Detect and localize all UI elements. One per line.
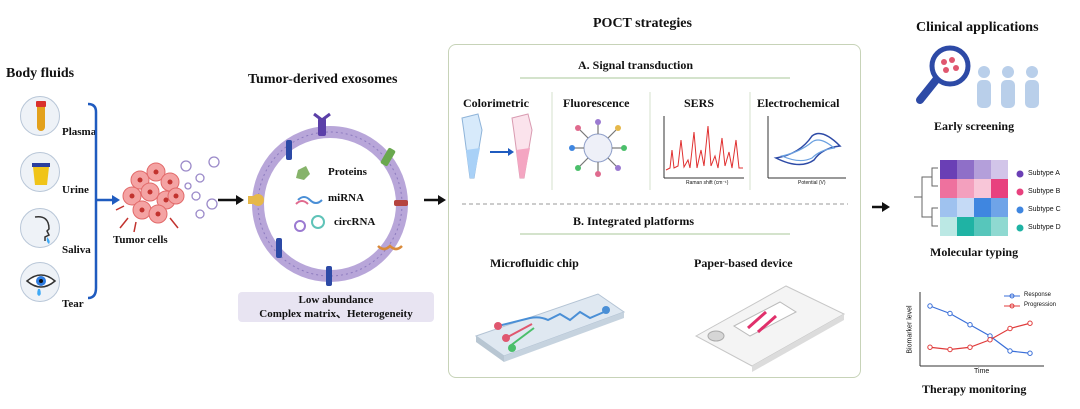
app-early-screening: Early screening bbox=[934, 119, 1015, 133]
plasma-tube-icon bbox=[20, 96, 60, 136]
progression-point bbox=[947, 346, 953, 353]
heatmap-cell bbox=[974, 160, 991, 179]
urine-cup-icon bbox=[20, 152, 60, 192]
heatmap-cell bbox=[991, 179, 1008, 198]
tumor-cells-label: Tumor cells bbox=[113, 234, 168, 246]
subtype-label-b: Subtype B bbox=[1028, 188, 1061, 195]
fluid-label-tear: Tear bbox=[62, 298, 84, 310]
cargo-label-mirna: miRNA bbox=[328, 192, 365, 204]
subtype-swatch bbox=[1016, 188, 1024, 196]
app-molecular-typing: Molecular typing bbox=[930, 245, 1019, 259]
challenge-low-abundance: Low abundance bbox=[298, 294, 374, 306]
challenge-complex-matrix: Complex matrix、Heterogeneity bbox=[259, 308, 413, 320]
fluid-label-plasma: Plasma bbox=[62, 126, 97, 138]
subtype-label-c: Subtype C bbox=[1028, 206, 1061, 213]
method-electrochemical: Electrochemical bbox=[757, 96, 840, 110]
heatmap-cell bbox=[974, 198, 991, 217]
subtype-swatch bbox=[1016, 224, 1024, 232]
heatmap-cell bbox=[957, 198, 974, 217]
heatmap-cell bbox=[957, 160, 974, 179]
heatmap-cell bbox=[940, 217, 957, 236]
response-point bbox=[927, 303, 933, 309]
header-poct: POCT strategies bbox=[593, 16, 692, 31]
heatmap-cell bbox=[991, 217, 1008, 236]
method-colorimetric: Colorimetric bbox=[463, 96, 529, 110]
therapy-ylabel: Biomarker level bbox=[906, 305, 914, 354]
method-fluorescence: Fluorescence bbox=[563, 96, 630, 110]
platform-paper: Paper-based device bbox=[694, 256, 793, 270]
cargo-label-proteins: Proteins bbox=[328, 166, 367, 178]
subtype-label-d: Subtype D bbox=[1028, 224, 1061, 231]
heatmap-cell bbox=[991, 198, 1008, 217]
app-therapy-monitoring: Therapy monitoring bbox=[922, 382, 1027, 396]
progression-point bbox=[1007, 325, 1013, 332]
sers-xlabel: Raman shift (cm⁻¹) bbox=[686, 180, 729, 186]
heatmap-cell bbox=[974, 217, 991, 236]
echem-xlabel: Potential (V) bbox=[798, 180, 826, 186]
response-point bbox=[947, 310, 953, 317]
tear-eye-icon bbox=[20, 262, 60, 302]
cargo-label-circrna: circRNA bbox=[334, 216, 376, 228]
therapy-xlabel: Time bbox=[974, 368, 990, 375]
heatmap-cell bbox=[940, 160, 957, 179]
method-sers: SERS bbox=[684, 96, 715, 110]
response-point bbox=[967, 322, 973, 328]
heatmap-cell bbox=[991, 160, 1008, 179]
progression-point bbox=[1027, 320, 1033, 326]
heatmap-cell bbox=[940, 198, 957, 217]
challenges-box: Low abundance Complex matrix、Heterogenei… bbox=[238, 292, 434, 322]
response-point bbox=[1007, 348, 1013, 354]
header-clinical: Clinical applications bbox=[916, 20, 1039, 35]
platforms-title: B. Integrated platforms bbox=[573, 214, 694, 228]
progression-point bbox=[967, 344, 973, 350]
subtype-swatch bbox=[1016, 170, 1024, 178]
heatmap-cell bbox=[974, 179, 991, 198]
progression-point bbox=[987, 337, 993, 343]
header-body-fluids: Body fluids bbox=[6, 66, 75, 81]
progression-point bbox=[927, 344, 933, 350]
heatmap-cell bbox=[957, 179, 974, 198]
header-exosomes: Tumor-derived exosomes bbox=[248, 72, 398, 87]
response-point bbox=[1027, 350, 1033, 356]
signal-title: A. Signal transduction bbox=[578, 58, 694, 72]
platform-microfluidic: Microfluidic chip bbox=[490, 256, 579, 270]
subtype-swatch bbox=[1016, 206, 1024, 214]
saliva-face-icon bbox=[20, 208, 60, 248]
therapy-legend-progression: Progression bbox=[1024, 302, 1057, 308]
fluid-label-saliva: Saliva bbox=[62, 244, 91, 256]
subtype-label-a: Subtype A bbox=[1028, 170, 1060, 177]
fluid-label-urine: Urine bbox=[62, 184, 89, 196]
heatmap-cell bbox=[940, 179, 957, 198]
heatmap-cell bbox=[957, 217, 974, 236]
therapy-legend-response: Response bbox=[1024, 292, 1052, 298]
